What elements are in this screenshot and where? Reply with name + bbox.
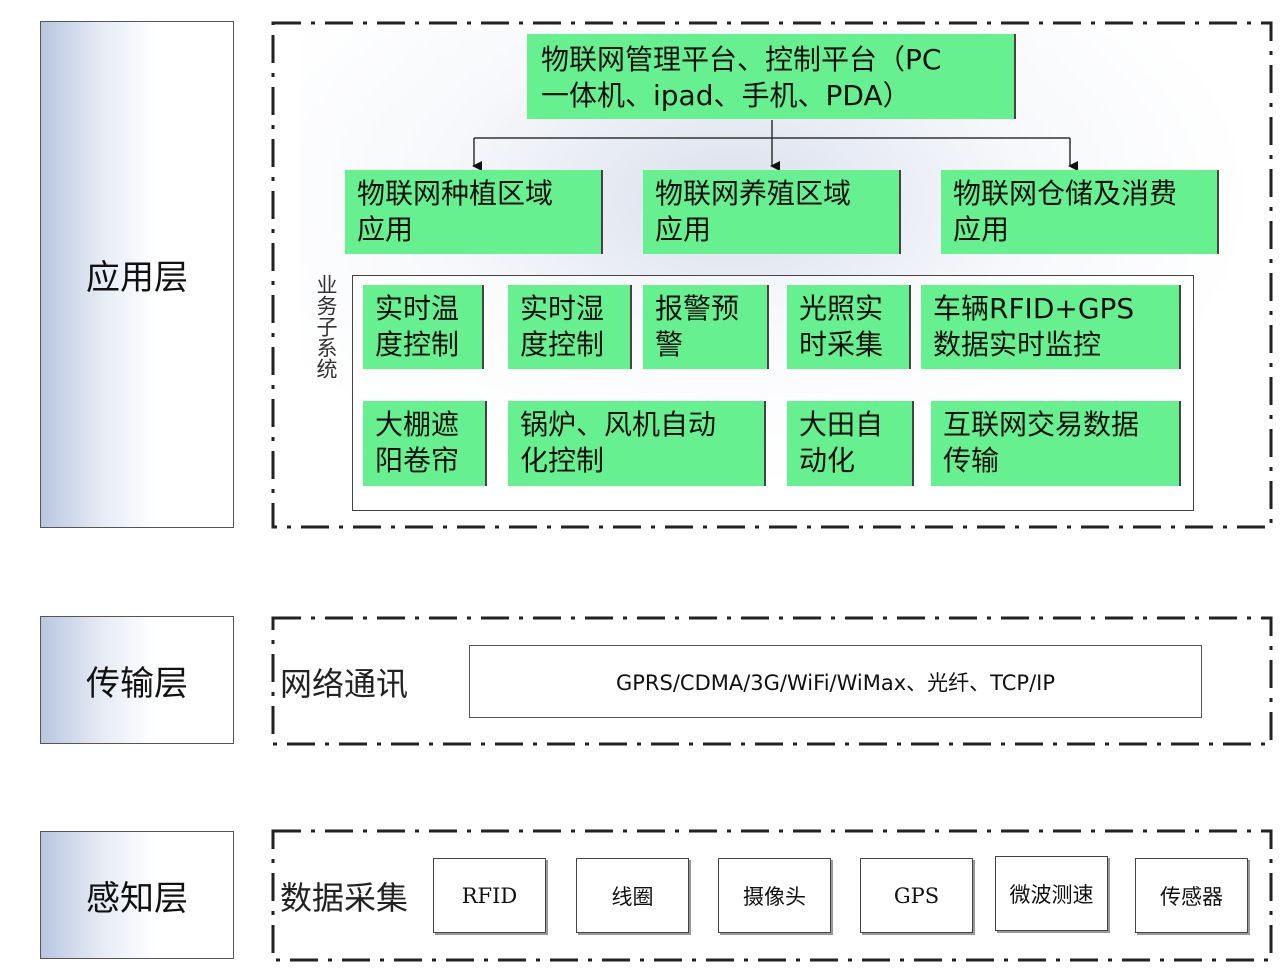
transport-frame [271, 616, 1273, 746]
transport-layer-text: 传输层 [86, 663, 188, 704]
subsystem-humidity: 实时湿 度控制 [508, 285, 632, 369]
subsystem-field-automation: 大田自 动化 [787, 401, 914, 486]
subsystem-boiler-fan: 锅炉、风机自动 化控制 [508, 401, 766, 486]
sensor-box-text: 传感器 [1160, 884, 1223, 909]
sensor-box-sensor: 传感器 [1135, 858, 1248, 933]
sensor-box-text: 线圈 [611, 884, 654, 909]
subsystem-line1: 互联网交易数据 [943, 408, 1140, 441]
region-line2: 应用 [655, 213, 712, 246]
subsystem-line1: 实时温 [375, 292, 460, 325]
sensor-box-coil: 线圈 [576, 858, 689, 933]
sensor-box-text: GPS [893, 883, 940, 908]
sensor-box-microwave-speed: 微波测速 [995, 856, 1108, 931]
subsystem-vehicle-monitoring: 车辆RFID+GPS 数据实时监控 [921, 285, 1181, 369]
application-layer-text: 应用层 [86, 258, 188, 298]
subsystem-alarm: 报警预 警 [643, 285, 769, 369]
subsystem-line2: 动化 [799, 444, 856, 477]
perception-frame [271, 829, 1273, 962]
subsystem-lighting: 光照实 时采集 [787, 285, 911, 369]
subsystem-line1: 报警预 [655, 292, 740, 325]
perception-layer-label: 感知层 [40, 831, 234, 959]
subsystem-line2: 阳卷帘 [375, 444, 460, 477]
subsystem-line2: 时采集 [799, 328, 884, 361]
region-box-planting: 物联网种植区域 应用 [345, 170, 603, 254]
subsystem-shade-curtain: 大棚遮 阳卷帘 [363, 401, 487, 486]
region-line1: 物联网仓储及消费 [953, 177, 1178, 210]
region-line1: 物联网养殖区域 [655, 177, 852, 210]
subsystem-line2: 度控制 [520, 328, 605, 361]
region-line1: 物联网种植区域 [357, 177, 554, 210]
platform-line1: 物联网管理平台、控制平台（PC [541, 43, 942, 76]
subsystem-line2: 数据实时监控 [933, 328, 1102, 361]
region-box-storage: 物联网仓储及消费 应用 [941, 170, 1219, 254]
subsystem-line1: 大田自 [799, 408, 884, 441]
region-box-breeding: 物联网养殖区域 应用 [643, 170, 901, 254]
data-collection-label: 数据采集 [280, 879, 409, 917]
sensor-box-text: 摄像头 [743, 884, 806, 909]
sensor-box-rfid: RFID [433, 858, 546, 933]
subsystem-line1: 光照实 [799, 292, 884, 325]
subsystem-line2: 化控制 [520, 444, 605, 477]
application-frame [271, 21, 1273, 529]
platform-line2: 一体机、ipad、手机、PDA） [541, 79, 911, 112]
protocols-text: GPRS/CDMA/3G/WiFi/WiMax、光纤、TCP/IP [615, 670, 1056, 695]
transport-layer-label: 传输层 [40, 616, 234, 744]
subsystem-line1: 实时湿 [520, 292, 605, 325]
perception-layer-text: 感知层 [86, 878, 188, 919]
subsystem-line1: 大棚遮 [375, 408, 460, 441]
subsystem-line2: 警 [655, 328, 684, 361]
management-platform-box: 物联网管理平台、控制平台（PC 一体机、ipad、手机、PDA） [527, 34, 1016, 119]
protocols-box: GPRS/CDMA/3G/WiFi/WiMax、光纤、TCP/IP [469, 645, 1202, 718]
subsystem-line2: 度控制 [375, 328, 460, 361]
subsystem-line1: 锅炉、风机自动 [520, 408, 717, 441]
region-line2: 应用 [357, 213, 414, 246]
subsystem-line2: 传输 [943, 444, 1000, 477]
subsystem-temperature: 实时温 度控制 [363, 285, 484, 369]
application-layer-label: 应用层 [40, 21, 234, 528]
sensor-box-text: RFID [461, 883, 518, 908]
region-line2: 应用 [953, 213, 1010, 246]
sensor-box-gps: GPS [860, 858, 973, 933]
sensor-box-text: 微波测速 [1009, 882, 1094, 907]
network-communication-label: 网络通讯 [280, 665, 409, 703]
sensor-box-camera: 摄像头 [718, 858, 831, 933]
subsystem-line1: 车辆RFID+GPS [933, 292, 1135, 325]
subsystem-vertical-label: 业务子系统 [314, 274, 338, 379]
subsystem-internet-trading: 互联网交易数据 传输 [931, 401, 1181, 486]
